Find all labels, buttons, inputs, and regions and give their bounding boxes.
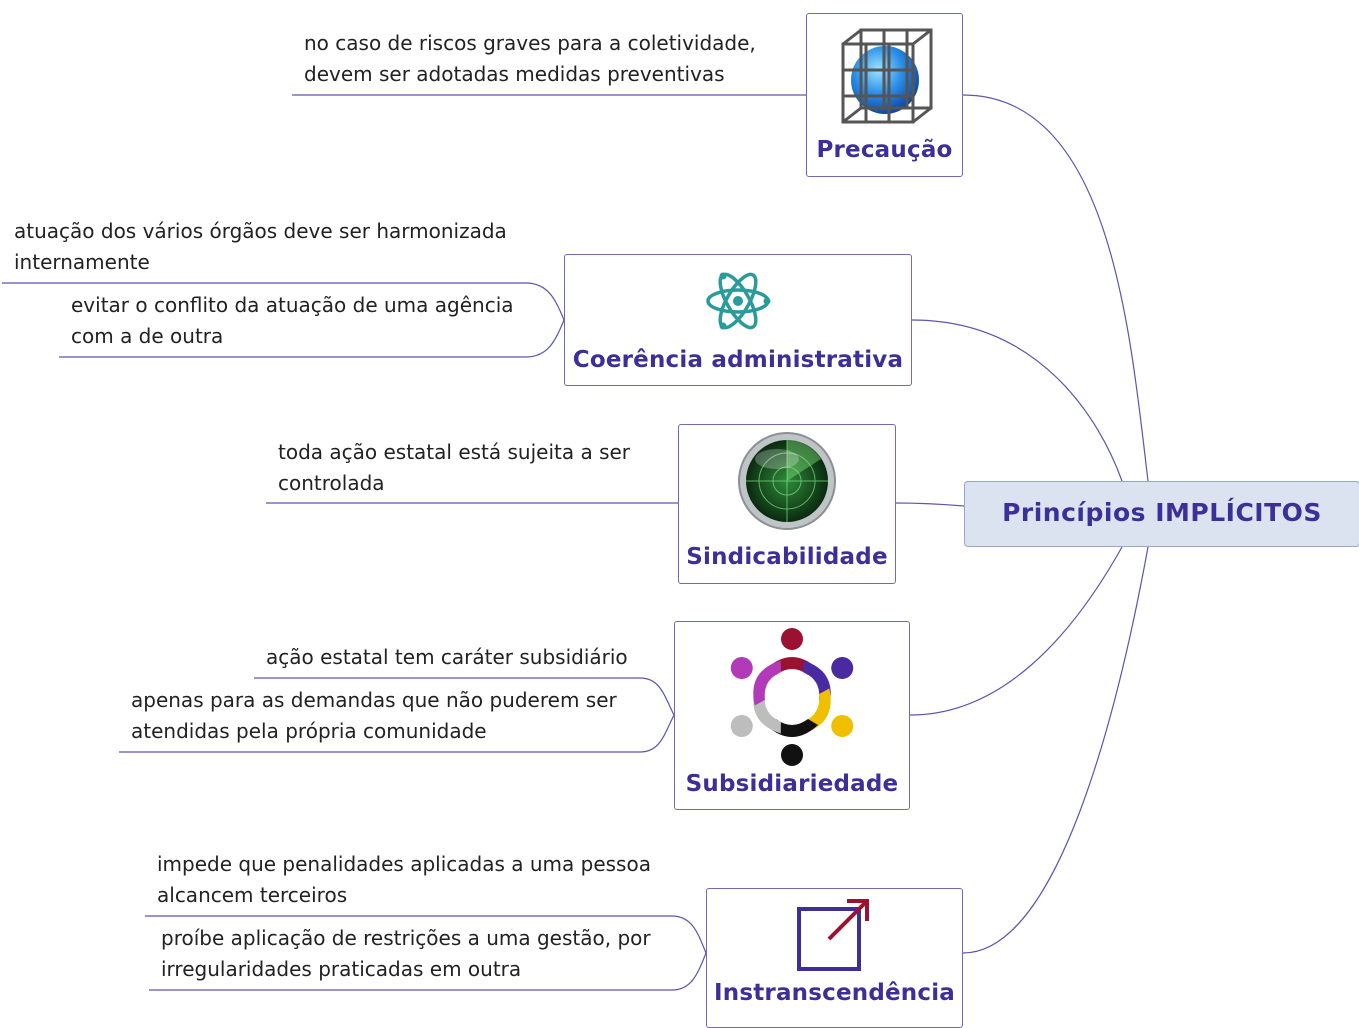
topic-subsidiariedade[interactable]: Subsidiariedade (674, 621, 910, 810)
underline-coerencia-2 (59, 319, 565, 358)
link-coerencia (911, 319, 1123, 482)
underline-subsidiariedade-1 (254, 677, 675, 716)
link-sindicabilidade (895, 502, 965, 507)
note-instranscendencia-2: proíbe aplicação de restrições a uma ges… (161, 926, 651, 981)
topic-precaucao[interactable]: Precaução (806, 13, 963, 177)
note-subsidiariedade-1: ação estatal tem caráter subsidiário (266, 645, 628, 669)
link-subsidiariedade (909, 546, 1123, 716)
link-instranscendencia (962, 546, 1149, 954)
sphere-cage-icon (841, 28, 933, 124)
note-precaucao-1: no caso de riscos graves para a coletivi… (304, 31, 756, 86)
topic-precaucao-title: Precaução (816, 137, 953, 163)
note-subsidiariedade-2: apenas para as demandas que não puderem … (131, 688, 617, 743)
topic-subsidiariedade-title: Subsidiariedade (685, 771, 899, 797)
underline-coerencia-1 (2, 282, 565, 321)
topic-coerencia-title: Coerência administrativa (572, 347, 904, 373)
central-topic-label: Princípios IMPLÍCITOS (1002, 498, 1322, 527)
topic-instranscendencia-title: Instranscendência (713, 980, 956, 1006)
note-instranscendencia-1: impede que penalidades aplicadas a uma p… (157, 852, 651, 907)
central-topic[interactable]: Princípios IMPLÍCITOS (964, 481, 1359, 547)
atom-icon (706, 272, 771, 330)
underline-subsidiariedade-2 (119, 714, 675, 753)
underline-instranscendencia-2 (149, 952, 707, 991)
topic-sindicabilidade[interactable]: Sindicabilidade (678, 424, 896, 584)
note-coerencia-1: atuação dos vários órgãos deve ser harmo… (14, 219, 507, 274)
note-coerencia-2: evitar o conflito da atuação de uma agên… (71, 293, 514, 348)
radar-icon (738, 432, 836, 530)
topic-sindicabilidade-title: Sindicabilidade (686, 544, 888, 570)
external-link-icon (797, 899, 869, 971)
underline-instranscendencia-1 (145, 915, 707, 954)
topic-instranscendencia[interactable]: Instranscendência (706, 888, 963, 1028)
topic-coerencia[interactable]: Coerência administrativa (564, 254, 912, 386)
note-sindicabilidade-1: toda ação estatal está sujeita a ser con… (278, 440, 631, 495)
people-circle-icon (730, 628, 854, 766)
link-precaucao (962, 94, 1149, 482)
